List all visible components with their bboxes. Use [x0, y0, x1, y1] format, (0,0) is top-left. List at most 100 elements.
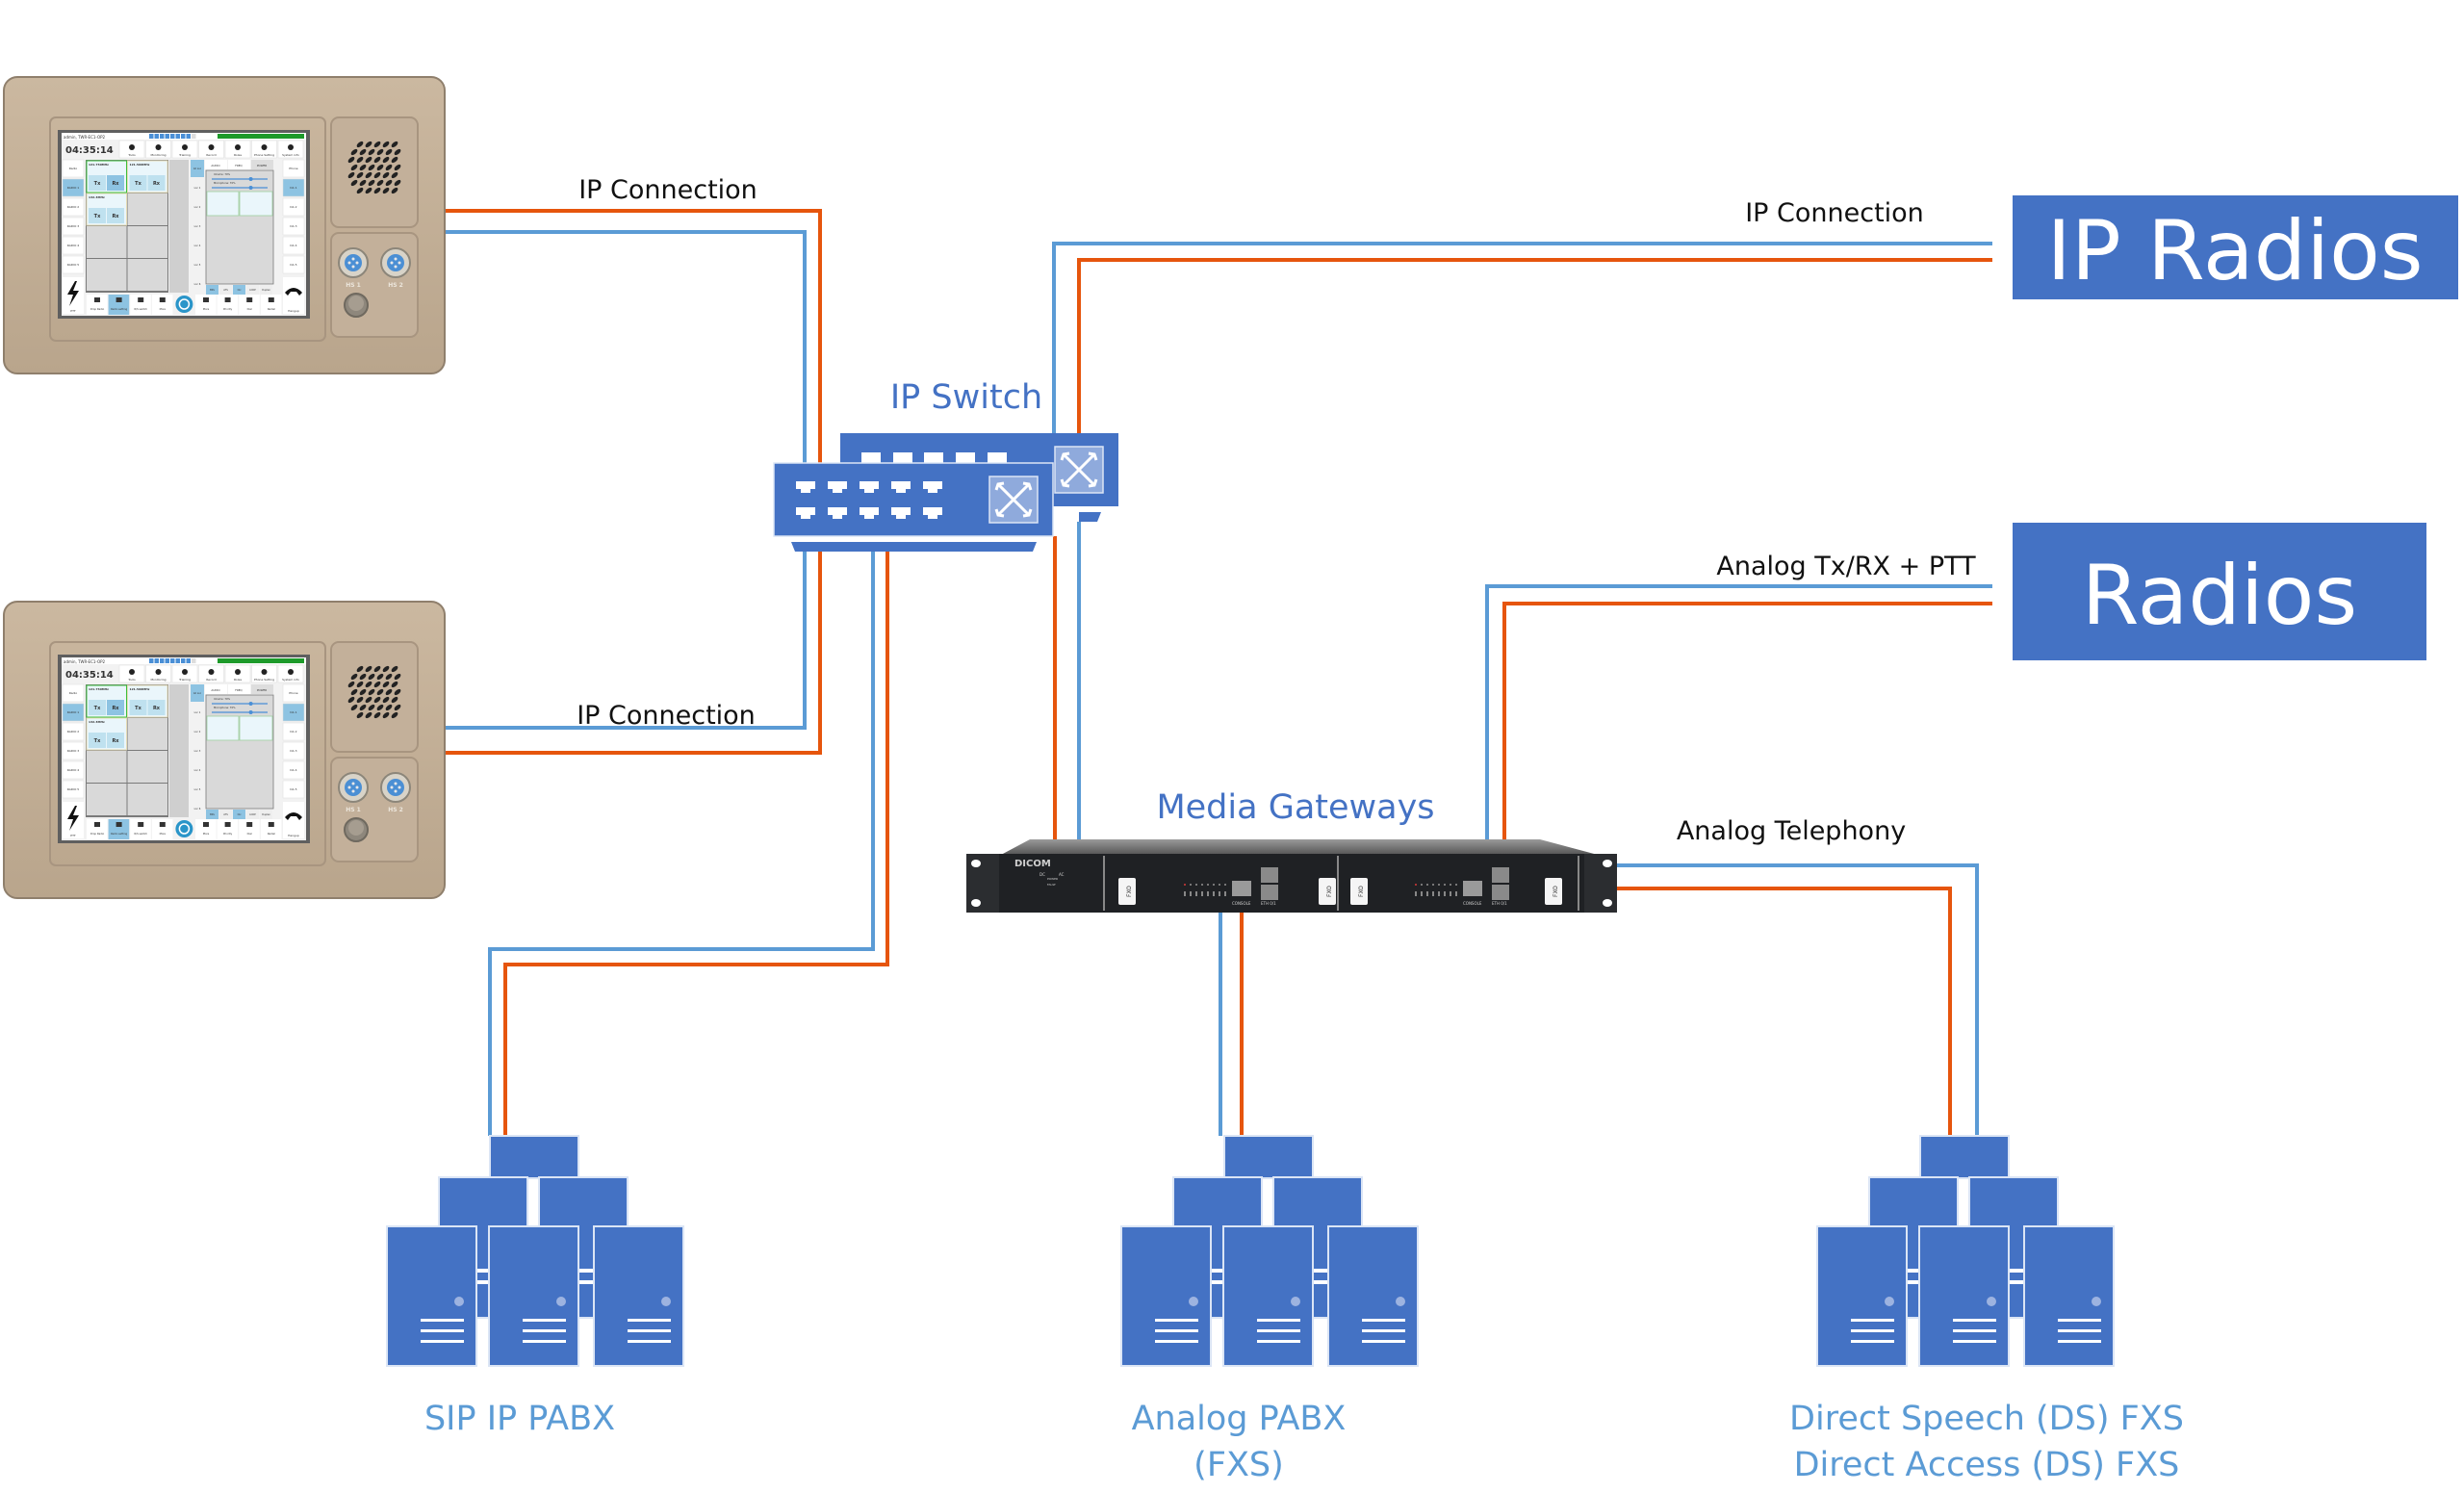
terminal-tab[interactable]: POWER — [251, 684, 273, 694]
terminal-top-menu-item[interactable]: Training — [171, 664, 198, 683]
terminal-left-menu-item[interactable]: Radio — [62, 683, 85, 703]
terminal-loc-item[interactable]: Loc 2 — [191, 723, 204, 740]
terminal-bottom-menu-item[interactable]: Radio setting — [108, 819, 130, 839]
terminal-right-menu-item[interactable]: DA 4 — [282, 236, 305, 255]
terminal-top-menu-item[interactable]: Tools — [118, 664, 145, 683]
terminal-right-menu-item[interactable]: Phone — [282, 159, 305, 178]
terminal-bottom-menu-item[interactable]: R/S switch — [130, 295, 151, 315]
terminal-ptt-button[interactable]: PTT — [63, 277, 84, 314]
terminal-right-menu-item[interactable]: DA 1 — [282, 703, 305, 722]
terminal-bottom-menu-item[interactable]: R/S switch — [130, 819, 151, 839]
headset-jack-hs2[interactable]: HS 2 — [380, 247, 411, 289]
terminal-left-menu-item[interactable]: RADIO 2 — [62, 197, 85, 217]
terminal-mode-button[interactable]: CLI — [233, 810, 245, 819]
terminal-bottom-menu-item[interactable]: Priority — [217, 295, 239, 315]
terminal-bottom-menu-item[interactable]: Redial — [260, 295, 282, 315]
headset-jack-hs2[interactable]: HS 2 — [380, 772, 411, 813]
terminal-top-menu-item[interactable]: Monitoring — [145, 664, 171, 683]
terminal-mode-button[interactable]: ATS — [219, 810, 232, 819]
terminal-tab[interactable]: AUDIO — [205, 160, 227, 169]
terminal-left-menu-item[interactable]: RADIO 2 — [62, 722, 85, 741]
terminal-loc-item[interactable]: Loc 6 — [191, 275, 204, 293]
terminal-loc-item[interactable]: Loc 5 — [191, 781, 204, 798]
headset-jack-hs1[interactable]: HS 1 — [338, 772, 369, 813]
terminal-top-menu-item[interactable]: Record — [198, 664, 224, 683]
terminal-volume-handle[interactable] — [248, 177, 253, 181]
terminal-bottom-menu-item[interactable]: Dial — [239, 295, 260, 315]
terminal-loc-item[interactable]: Loc 3 — [191, 218, 204, 235]
terminal-left-menu-item[interactable]: RADIO 5 — [62, 780, 85, 799]
terminal-loc-item[interactable]: Loc 4 — [191, 237, 204, 254]
terminal-top-menu-item[interactable]: Roles — [224, 140, 251, 159]
terminal-top-menu-item[interactable]: Record — [198, 140, 224, 159]
terminal-top-menu-item[interactable]: System info — [277, 664, 304, 683]
terminal-bottom-menu-item[interactable]: More — [151, 295, 173, 315]
terminal-ptt-button[interactable]: PTT — [63, 802, 84, 838]
terminal-top-menu-item[interactable]: Training — [171, 140, 198, 159]
terminal-right-menu-item[interactable]: DA 1 — [282, 178, 305, 197]
terminal-bottom-menu-item[interactable]: Redial — [260, 819, 282, 839]
terminal-left-menu-item[interactable]: RADIO 3 — [62, 217, 85, 236]
terminal-right-menu-item[interactable]: DA 3 — [282, 217, 305, 236]
terminal-top-menu-item[interactable]: Monitoring — [145, 140, 171, 159]
terminal-microphone-handle[interactable] — [248, 710, 253, 714]
terminal-loc-item[interactable]: Loc 4 — [191, 761, 204, 779]
terminal-left-menu-item[interactable]: RADIO 1 — [62, 178, 85, 197]
terminal-left-menu-item[interactable]: RADIO 3 — [62, 741, 85, 760]
terminal-right-menu-item[interactable]: DA 5 — [282, 255, 305, 274]
terminal-tab[interactable]: FREQ — [228, 160, 250, 169]
terminal-loc-item[interactable]: Loc 1 — [191, 704, 204, 721]
terminal-home-button[interactable] — [175, 296, 193, 313]
terminal-left-menu-item[interactable]: RADIO 4 — [62, 760, 85, 780]
terminal-mode-button[interactable]: CLI — [233, 285, 245, 295]
headset-jack-hs1[interactable]: HS 1 — [338, 247, 369, 289]
terminal-left-menu-item[interactable]: RADIO 4 — [62, 236, 85, 255]
terminal-bottom-menu-item[interactable]: Drop Radio — [87, 295, 108, 315]
terminal-volume-handle[interactable] — [248, 702, 253, 706]
terminal-tab[interactable]: AUDIO — [205, 684, 227, 694]
terminal-loc-item[interactable]: Loc 3 — [191, 742, 204, 759]
terminal-mode-button[interactable]: BSS — [206, 285, 218, 295]
volume-knob[interactable] — [344, 293, 369, 318]
terminal-mode-button[interactable]: Duplex — [260, 285, 272, 295]
terminal-loc-item[interactable]: All Loc — [191, 684, 204, 702]
terminal-bottom-menu-item[interactable]: Priority — [217, 819, 239, 839]
terminal-right-menu-item[interactable]: Phone — [282, 683, 305, 703]
terminal-top-menu-item[interactable]: System info — [277, 140, 304, 159]
terminal-top-menu-item[interactable]: Phone Setting — [251, 664, 277, 683]
terminal-hangup-button[interactable]: Hangup — [283, 802, 304, 838]
terminal-left-menu-item[interactable]: Radio — [62, 159, 85, 178]
terminal-loc-item[interactable]: Loc 5 — [191, 256, 204, 273]
terminal-bottom-menu-item[interactable]: More — [195, 295, 217, 315]
terminal-top-menu-item[interactable]: Tools — [118, 140, 145, 159]
terminal-loc-item[interactable]: Loc 2 — [191, 198, 204, 216]
terminal-mode-button[interactable]: ATS — [219, 285, 232, 295]
terminal-top-menu-item[interactable]: Phone Setting — [251, 140, 277, 159]
terminal-hangup-button[interactable]: Hangup — [283, 277, 304, 314]
terminal-mode-button[interactable]: LOOP — [246, 285, 259, 295]
terminal-mode-button[interactable]: BSS — [206, 810, 218, 819]
terminal-left-menu-item[interactable]: RADIO 5 — [62, 255, 85, 274]
terminal-tab[interactable]: POWER — [251, 160, 273, 169]
terminal-right-menu-item[interactable]: DA 3 — [282, 741, 305, 760]
terminal-bottom-menu-item[interactable]: Radio setting — [108, 295, 130, 315]
terminal-right-menu-item[interactable]: DA 2 — [282, 722, 305, 741]
terminal-left-menu-item[interactable]: RADIO 1 — [62, 703, 85, 722]
terminal-loc-item[interactable]: Loc 6 — [191, 800, 204, 817]
terminal-right-menu-item[interactable]: DA 4 — [282, 760, 305, 780]
terminal-tab[interactable]: FREQ — [228, 684, 250, 694]
terminal-mode-button[interactable]: Duplex — [260, 810, 272, 819]
volume-knob[interactable] — [344, 817, 369, 842]
terminal-loc-item[interactable]: Loc 1 — [191, 179, 204, 196]
terminal-right-menu-item[interactable]: DA 5 — [282, 780, 305, 799]
terminal-microphone-handle[interactable] — [248, 186, 253, 190]
terminal-bottom-menu-item[interactable]: Dial — [239, 819, 260, 839]
terminal-bottom-menu-item[interactable]: Drop Radio — [87, 819, 108, 839]
terminal-right-menu-item[interactable]: DA 2 — [282, 197, 305, 217]
